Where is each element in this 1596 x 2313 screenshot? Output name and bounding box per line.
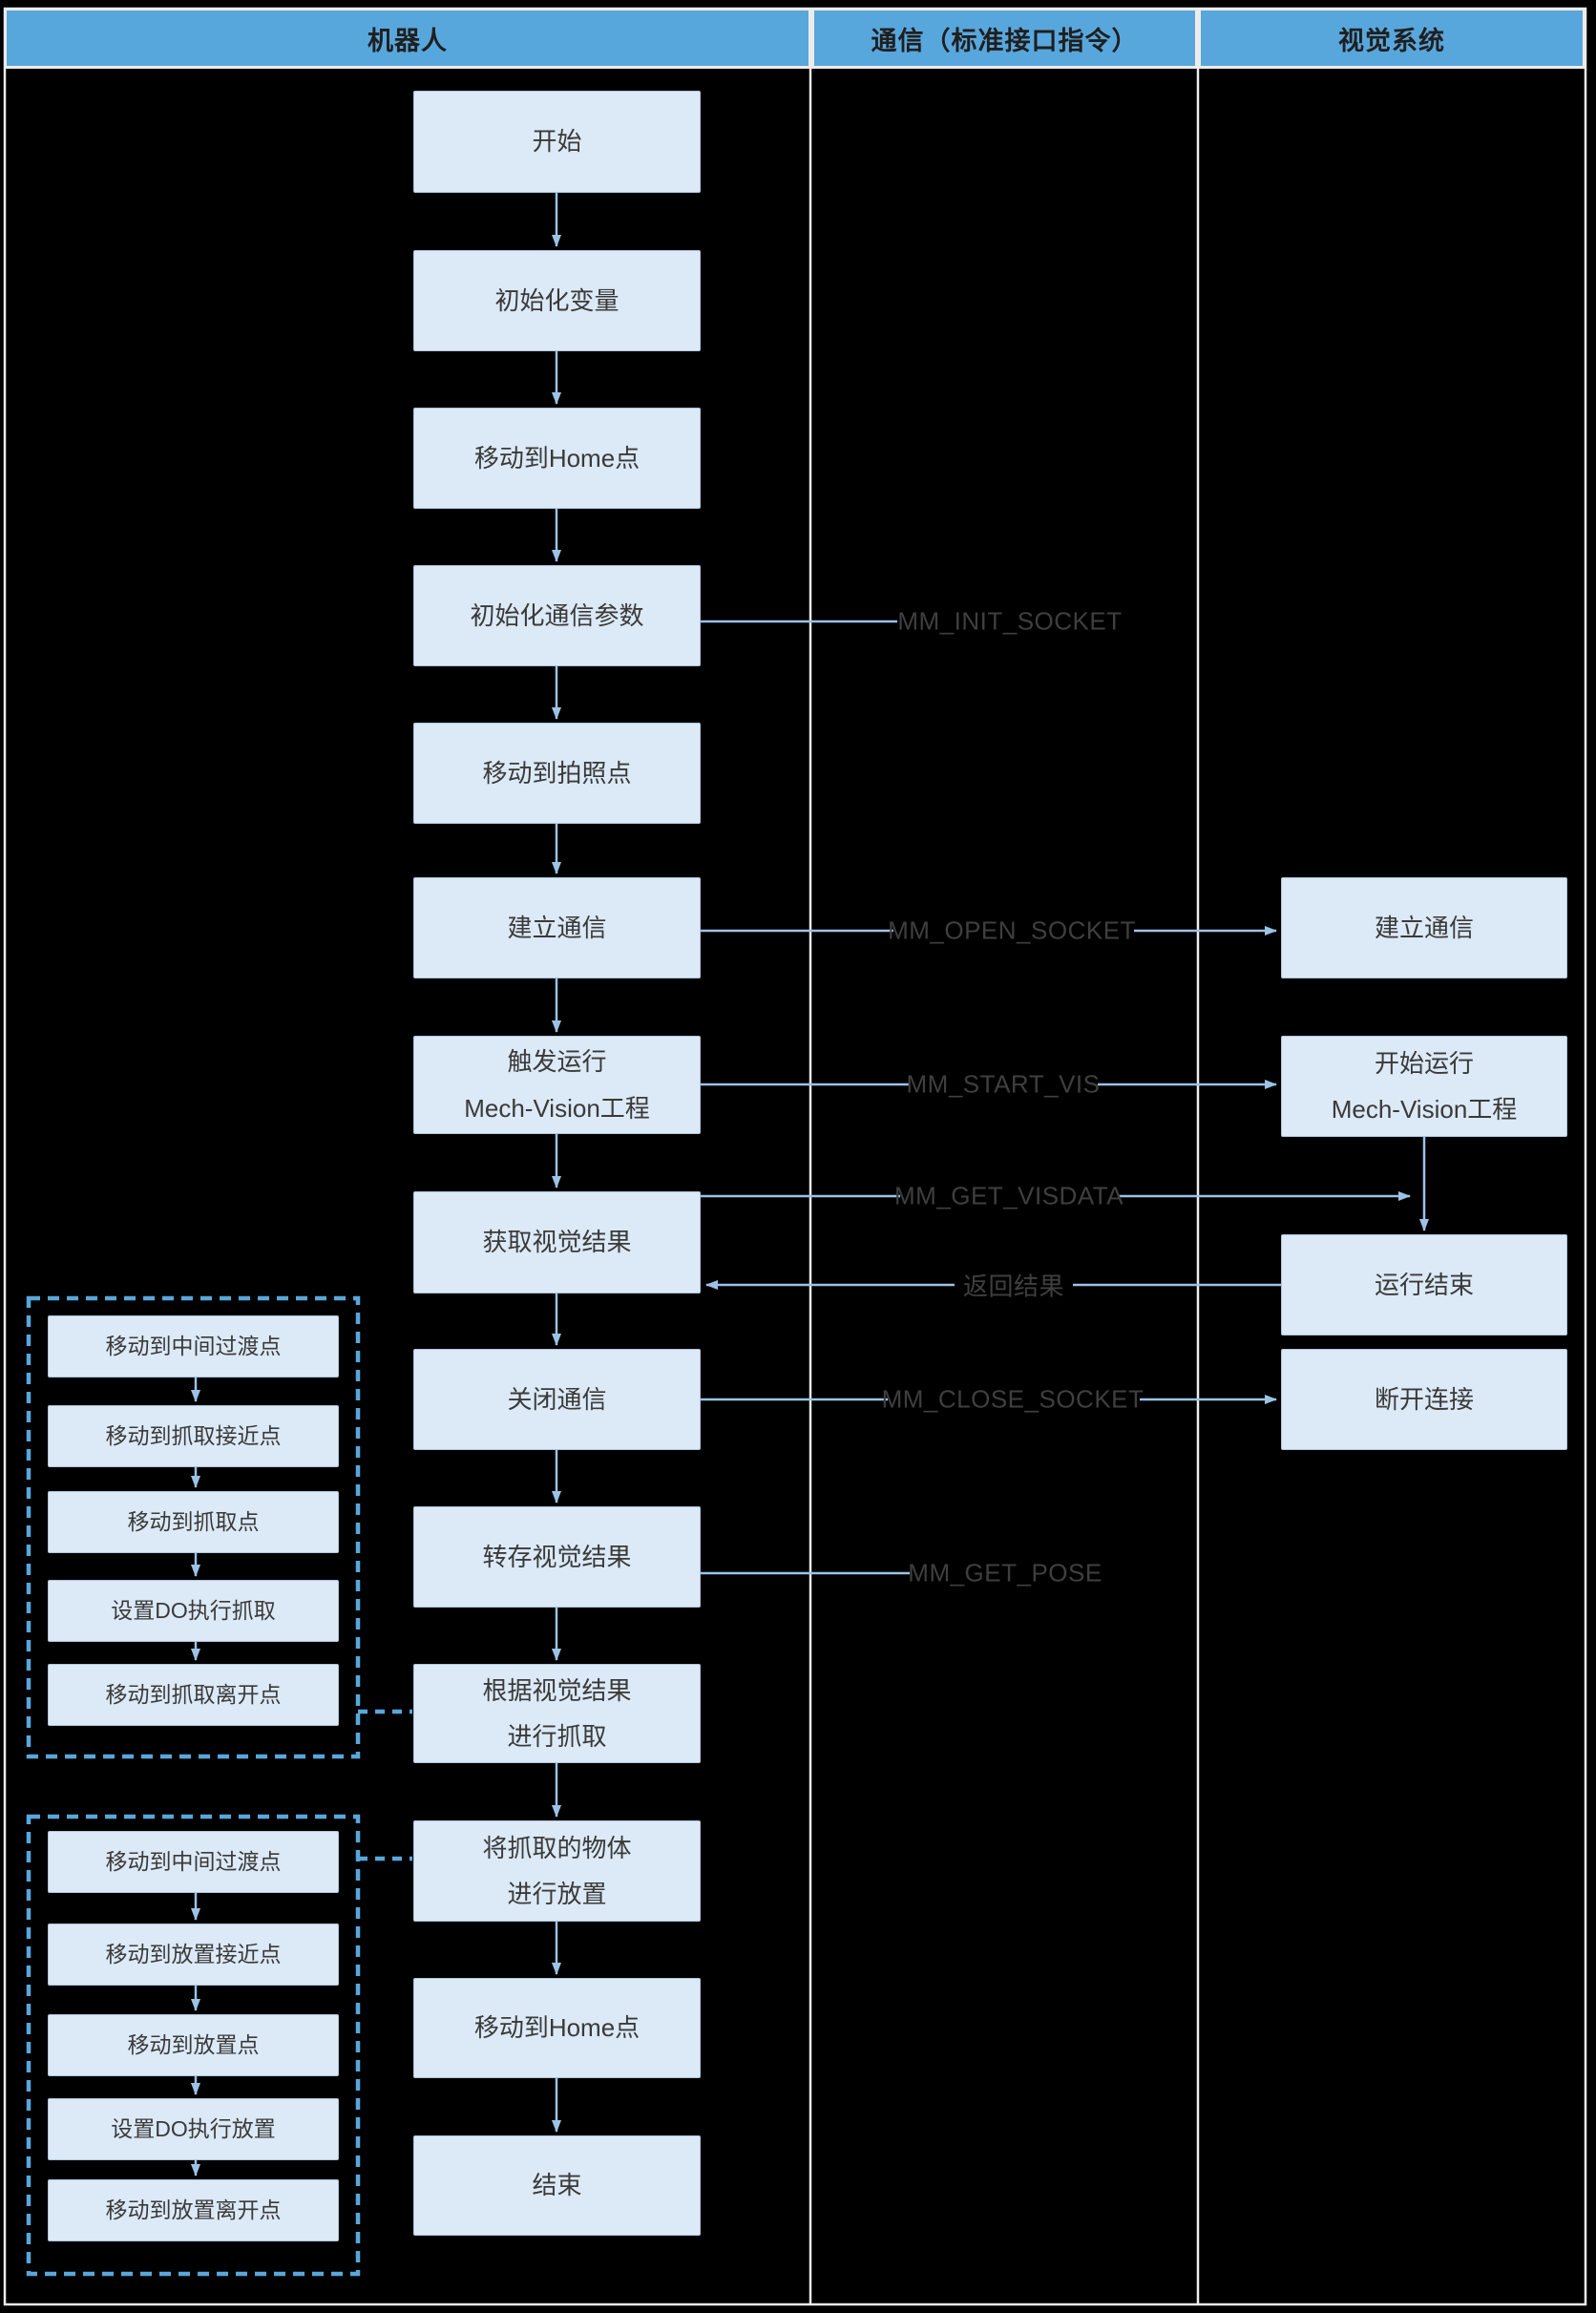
flow-node-vision-run-finished: 运行结束: [1281, 1234, 1567, 1335]
dashed-group-links: [358, 1709, 412, 1861]
flow-node-move-capture-point: 移动到拍照点: [413, 723, 701, 824]
message-label-mm-get-visdata: MM_GET_VISDATA: [893, 1181, 1124, 1210]
message-label-mm-start-vis: MM_START_VIS: [906, 1069, 1101, 1099]
flow-node-move-pick-approach: 移动到抓取接近点: [48, 1405, 339, 1467]
flow-node-place-picked-object: 将抓取的物体 进行放置: [413, 1820, 701, 1922]
message-label-mm-close-socket: MM_CLOSE_SOCKET: [881, 1384, 1144, 1414]
flow-node-get-vision-result: 获取视觉结果: [413, 1191, 701, 1293]
lane-header-robot: 机器人: [4, 8, 811, 69]
message-label-mm-get-pose: MM_GET_POSE: [908, 1558, 1102, 1588]
flow-node-move-mid-transition-place: 移动到中间过渡点: [48, 1831, 339, 1893]
message-label-mm-open-socket: MM_OPEN_SOCKET: [888, 915, 1136, 945]
flow-node-establish-comm: 建立通信: [413, 877, 701, 978]
flow-node-set-do-place: 设置DO执行放置: [48, 2098, 339, 2160]
flow-node-set-do-pick: 设置DO执行抓取: [48, 1580, 339, 1642]
flow-node-move-home: 移动到Home点: [413, 408, 701, 509]
lane-header-vision-system: 视觉系统: [1198, 8, 1586, 69]
flow-node-move-place-approach: 移动到放置接近点: [48, 1924, 339, 1986]
flow-node-pick-by-vision-result: 根据视觉结果 进行抓取: [413, 1664, 701, 1763]
flow-node-vision-start-mech-vision: 开始运行 Mech-Vision工程: [1281, 1036, 1567, 1137]
flow-node-end: 结束: [413, 2135, 701, 2236]
message-label-mm-init-socket: MM_INIT_SOCKET: [897, 606, 1123, 636]
flow-node-close-comm: 关闭通信: [413, 1349, 701, 1450]
flow-node-trigger-mech-vision: 触发运行 Mech-Vision工程: [413, 1036, 701, 1134]
flow-node-move-pick-leave: 移动到抓取离开点: [48, 1664, 339, 1726]
flow-node-init-comm-params: 初始化通信参数: [413, 565, 701, 666]
flow-node-vision-disconnect: 断开连接: [1281, 1349, 1567, 1450]
flow-node-start: 开始: [413, 91, 701, 193]
flow-node-move-pick-point: 移动到抓取点: [48, 1491, 339, 1553]
flow-node-move-home-2: 移动到Home点: [413, 1978, 701, 2078]
flow-node-init-variables: 初始化变量: [413, 250, 701, 351]
flow-node-vision-establish-comm: 建立通信: [1281, 877, 1567, 978]
flow-node-move-place-point: 移动到放置点: [48, 2014, 339, 2076]
flow-node-save-vision-result: 转存视觉结果: [413, 1506, 701, 1608]
flow-node-move-place-leave: 移动到放置离开点: [48, 2179, 339, 2241]
flow-node-move-mid-transition-pick: 移动到中间过渡点: [48, 1315, 339, 1377]
message-label-return-result: 返回结果: [962, 1272, 1065, 1301]
lane-header-communication: 通信（标准接口指令）: [811, 8, 1198, 69]
